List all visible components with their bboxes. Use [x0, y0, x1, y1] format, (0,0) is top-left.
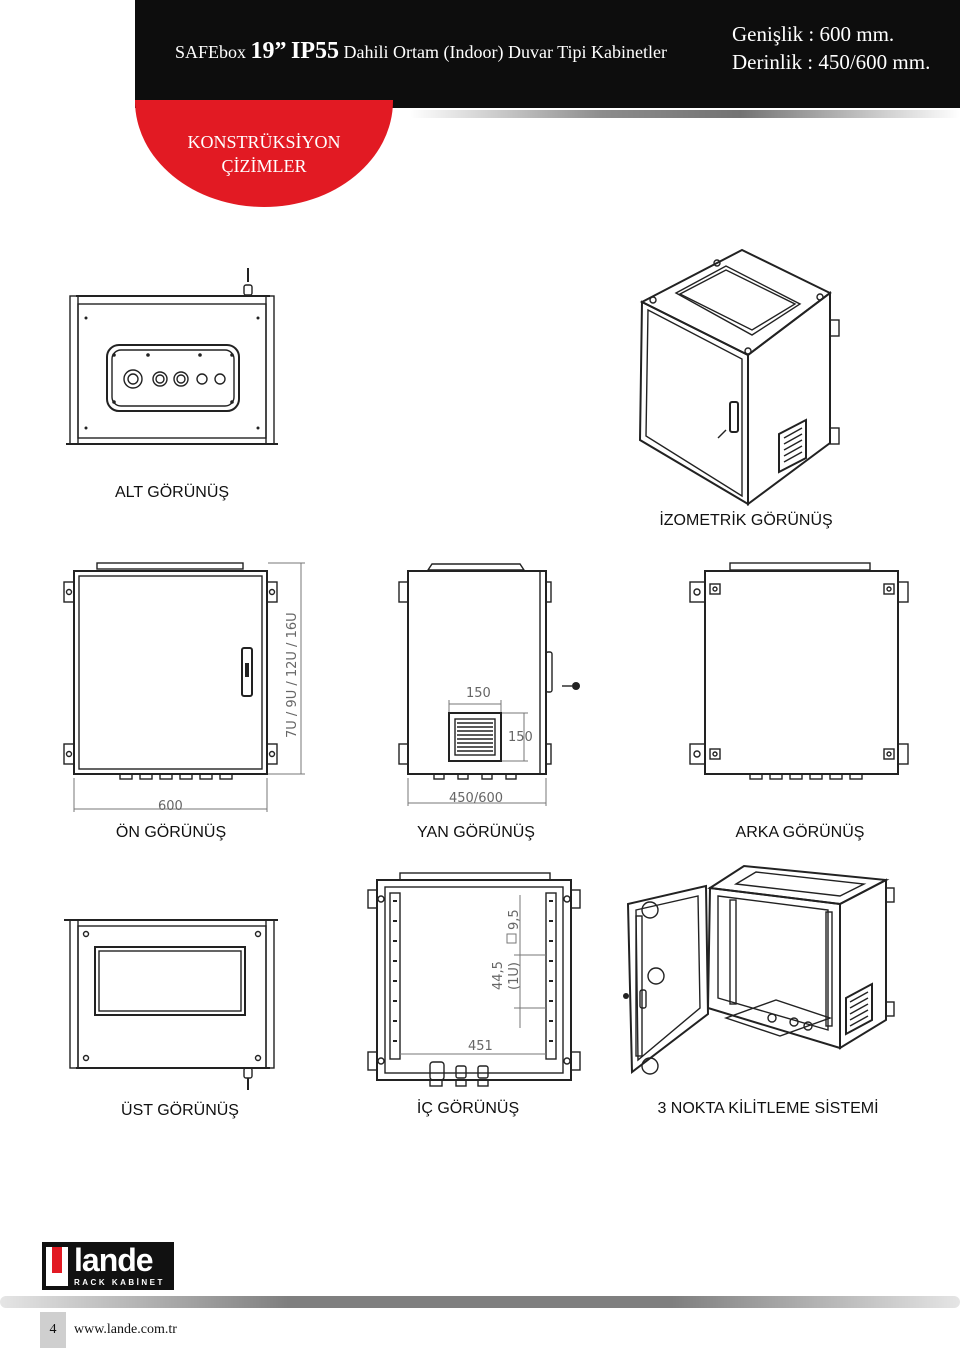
- caption-front-view: ÖN GÖRÜNÜŞ: [115, 824, 227, 841]
- depth-spec: Derinlik : 450/600 mm.: [732, 50, 931, 74]
- lande-logo: lande RACK KABİNET: [42, 1242, 174, 1290]
- caption-interior-view: İÇ GÖRÜNÜŞ: [416, 1100, 520, 1117]
- ip-rating: IP55: [291, 38, 340, 64]
- unit-pitch-dimension: 44,5: [491, 961, 506, 990]
- caption-top-view: ÜST GÖRÜNÜŞ: [121, 1102, 239, 1119]
- vent-height-dimension: 150: [508, 730, 533, 745]
- rack-size: 19”: [250, 38, 287, 64]
- front-width-dimension: 600: [158, 799, 183, 814]
- brand-name: SAFEbox: [175, 42, 247, 62]
- header-shadow-divider: [410, 110, 960, 118]
- logo-tagline: RACK KABİNET: [74, 1278, 165, 1287]
- footer-shadow-divider: [0, 1296, 960, 1308]
- header-subtitle: Dahili Ortam (Indoor) Duvar Tipi Kabinet…: [343, 42, 667, 62]
- caption-rear-view: ARKA GÖRÜNÜŞ: [735, 824, 865, 841]
- badge-line-2: ÇİZİMLER: [221, 156, 307, 176]
- vent-width-dimension: 150: [466, 686, 491, 701]
- badge-line-1: KONSTRÜKSİYON: [187, 132, 341, 152]
- front-height-dimension: 7U / 9U / 12U / 16U: [285, 612, 300, 738]
- page-number: 4: [49, 1322, 57, 1337]
- logo-name: lande: [74, 1242, 154, 1278]
- website-link[interactable]: www.lande.com.tr: [74, 1322, 177, 1337]
- caption-bottom-view: ALT GÖRÜNÜŞ: [114, 484, 230, 501]
- header-title: SAFEbox 19” IP55 Dahili Ortam (Indoor) D…: [175, 38, 667, 65]
- inner-width-dimension: 451: [468, 1039, 493, 1054]
- hole-size-dimension: 9,5: [507, 909, 522, 930]
- width-spec: Genişlik : 600 mm.: [732, 22, 895, 46]
- caption-isometric-view: İZOMETRİK GÖRÜNÜŞ: [659, 512, 833, 529]
- unit-label: (1U): [507, 962, 522, 990]
- page-number-box: 4: [40, 1312, 66, 1348]
- logo-mark: [46, 1247, 68, 1286]
- caption-locking-system: 3 NOKTA KİLİTLEME SİSTEMİ: [657, 1100, 879, 1117]
- page-header: SAFEbox 19” IP55 Dahili Ortam (Indoor) D…: [135, 0, 960, 108]
- side-depth-dimension: 450/600: [449, 791, 503, 806]
- caption-side-view: YAN GÖRÜNÜŞ: [417, 824, 535, 841]
